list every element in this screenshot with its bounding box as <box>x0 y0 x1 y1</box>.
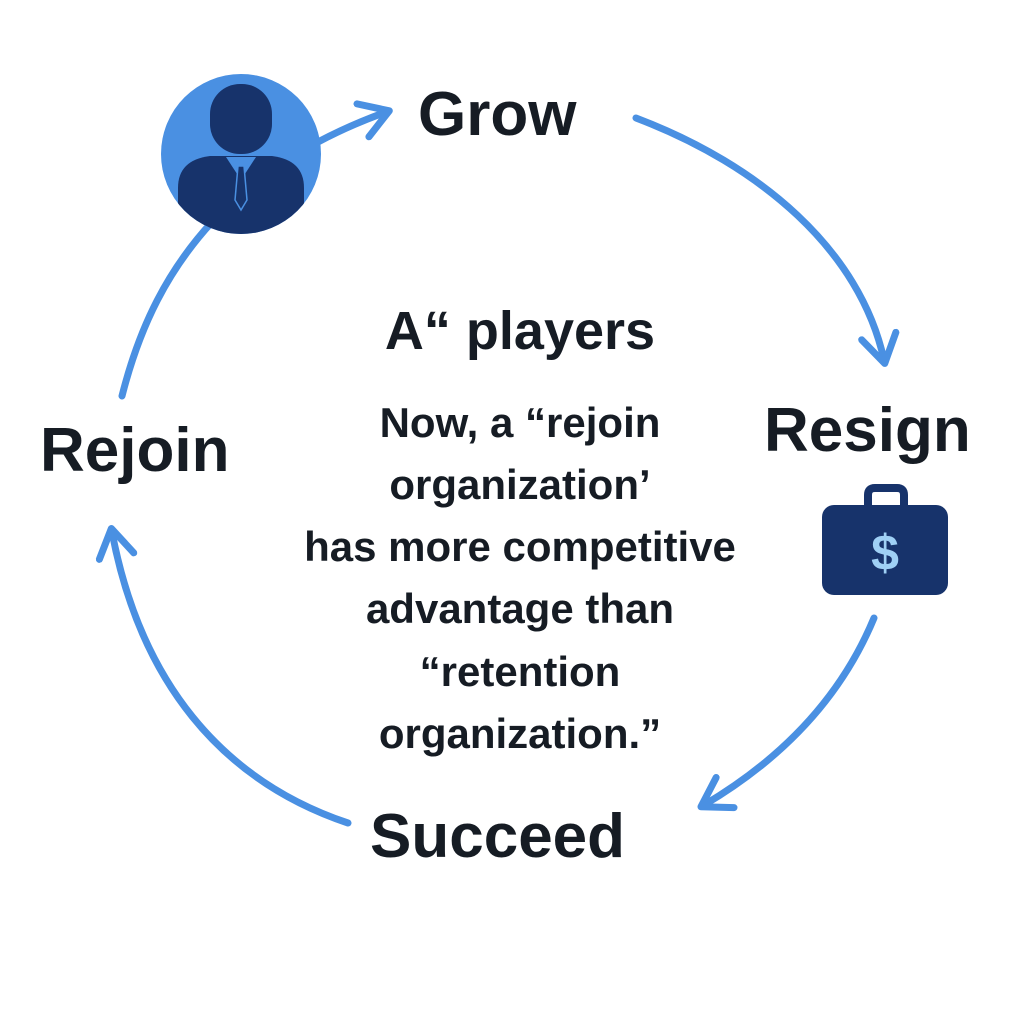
arrow-rejoin-to-avatar <box>118 218 216 400</box>
center-message-line: has more competitive <box>304 523 736 571</box>
arrow-grow-to-resign <box>632 114 900 367</box>
center-message-line: “retention <box>419 647 621 695</box>
dollar-briefcase-icon <box>822 484 948 595</box>
dollar-symbol: $ <box>871 525 899 581</box>
person-avatar-icon <box>161 74 321 234</box>
center-message-line: advantage than <box>365 585 675 633</box>
stage-label-rejoin: Rejoin <box>40 416 230 485</box>
center-message: Now, a “rejoin organization’ has more co… <box>240 392 800 765</box>
center-message-line: organization’ <box>389 461 651 509</box>
arrow-avatar-to-grow <box>314 100 393 146</box>
center-title: A“ players <box>384 301 656 361</box>
stage-label-succeed: Succeed <box>370 802 626 871</box>
stage-label-resign: Resign <box>764 396 971 465</box>
stage-label-grow: Grow <box>418 80 577 149</box>
center-message-line: organization.” <box>378 709 662 757</box>
arrow-resign-to-succeed <box>697 614 878 812</box>
center-message-line: Now, a “rejoin <box>379 399 661 446</box>
arrow-succeed-to-rejoin <box>95 525 352 827</box>
